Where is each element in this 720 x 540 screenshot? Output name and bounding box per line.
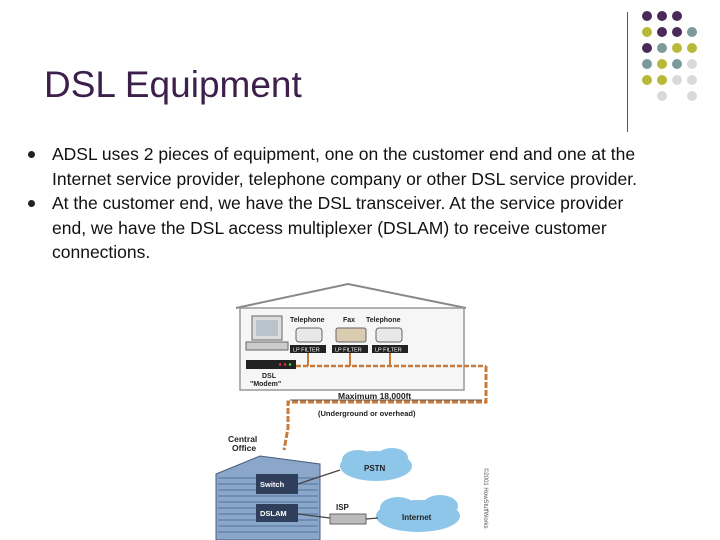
dot (687, 43, 697, 53)
central-office-building: Switch DSLAM (215, 455, 321, 540)
slide-title: DSL Equipment (44, 64, 302, 105)
dot (657, 11, 667, 21)
lp-filter: LP FILTER (372, 345, 408, 354)
dsl-line (282, 366, 488, 451)
divider-line (627, 12, 628, 132)
device-label: Fax (343, 317, 355, 324)
svg-text:LP FILTER: LP FILTER (375, 348, 402, 354)
lp-filter: LP FILTER (332, 345, 368, 354)
bullet-item: ADSL uses 2 pieces of equipment, one on … (28, 142, 638, 191)
device-label: Telephone (366, 317, 401, 324)
dot (642, 27, 652, 37)
bullet-text: At the customer end, we have the DSL tra… (52, 193, 624, 262)
dot (657, 91, 667, 101)
central-office-label: Central (228, 434, 257, 444)
dot (642, 75, 652, 85)
internet-label: Internet (402, 513, 432, 522)
dot (657, 27, 667, 37)
dot (672, 11, 682, 21)
bullet-dot-icon (28, 200, 35, 207)
dot (657, 43, 667, 53)
dot (672, 27, 682, 37)
distance-note: (Underground or overhead) (318, 409, 416, 418)
dsl-network-diagram: DSL "Modem" Telephone Fax Telephone LP F… (215, 282, 489, 540)
dot (642, 11, 652, 21)
telephone-icon (375, 327, 403, 343)
svg-text:LP FILTER: LP FILTER (335, 348, 362, 354)
bullet-text: ADSL uses 2 pieces of equipment, one on … (52, 144, 637, 189)
dslam-label: DSLAM (260, 509, 287, 518)
dot (687, 27, 697, 37)
dot (657, 59, 667, 69)
modem-label: DSL (262, 373, 277, 380)
distance-label: Maximum 18,000ft (338, 391, 411, 401)
dot (687, 59, 697, 69)
bullet-dot-icon (28, 151, 35, 158)
internet-cloud: Internet (376, 495, 460, 532)
fax-icon (335, 327, 367, 343)
pstn-cloud: PSTN (340, 448, 412, 481)
lp-filter: LP FILTER (290, 345, 326, 354)
credit-text: ©2001 HowStuffWorks (482, 468, 489, 529)
isp-device: ISP (329, 503, 367, 525)
isp-label: ISP (336, 503, 350, 512)
bullet-item: At the customer end, we have the DSL tra… (28, 191, 638, 265)
dot (672, 43, 682, 53)
dot (642, 59, 652, 69)
decorative-dot-grid (642, 11, 697, 101)
computer-icon (245, 315, 289, 351)
dot (687, 75, 697, 85)
dot (657, 75, 667, 85)
central-office-label: Office (232, 443, 256, 453)
pstn-label: PSTN (364, 464, 386, 473)
switch-label: Switch (260, 480, 285, 489)
dot (672, 75, 682, 85)
modem-sublabel: "Modem" (250, 381, 281, 388)
dot (687, 91, 697, 101)
telephone-icon (295, 327, 323, 343)
svg-text:LP FILTER: LP FILTER (293, 348, 320, 354)
device-label: Telephone (290, 317, 325, 324)
dsl-modem: DSL "Modem" (246, 360, 296, 388)
dot (672, 59, 682, 69)
dot (642, 43, 652, 53)
bullet-list: ADSL uses 2 pieces of equipment, one on … (28, 142, 638, 265)
